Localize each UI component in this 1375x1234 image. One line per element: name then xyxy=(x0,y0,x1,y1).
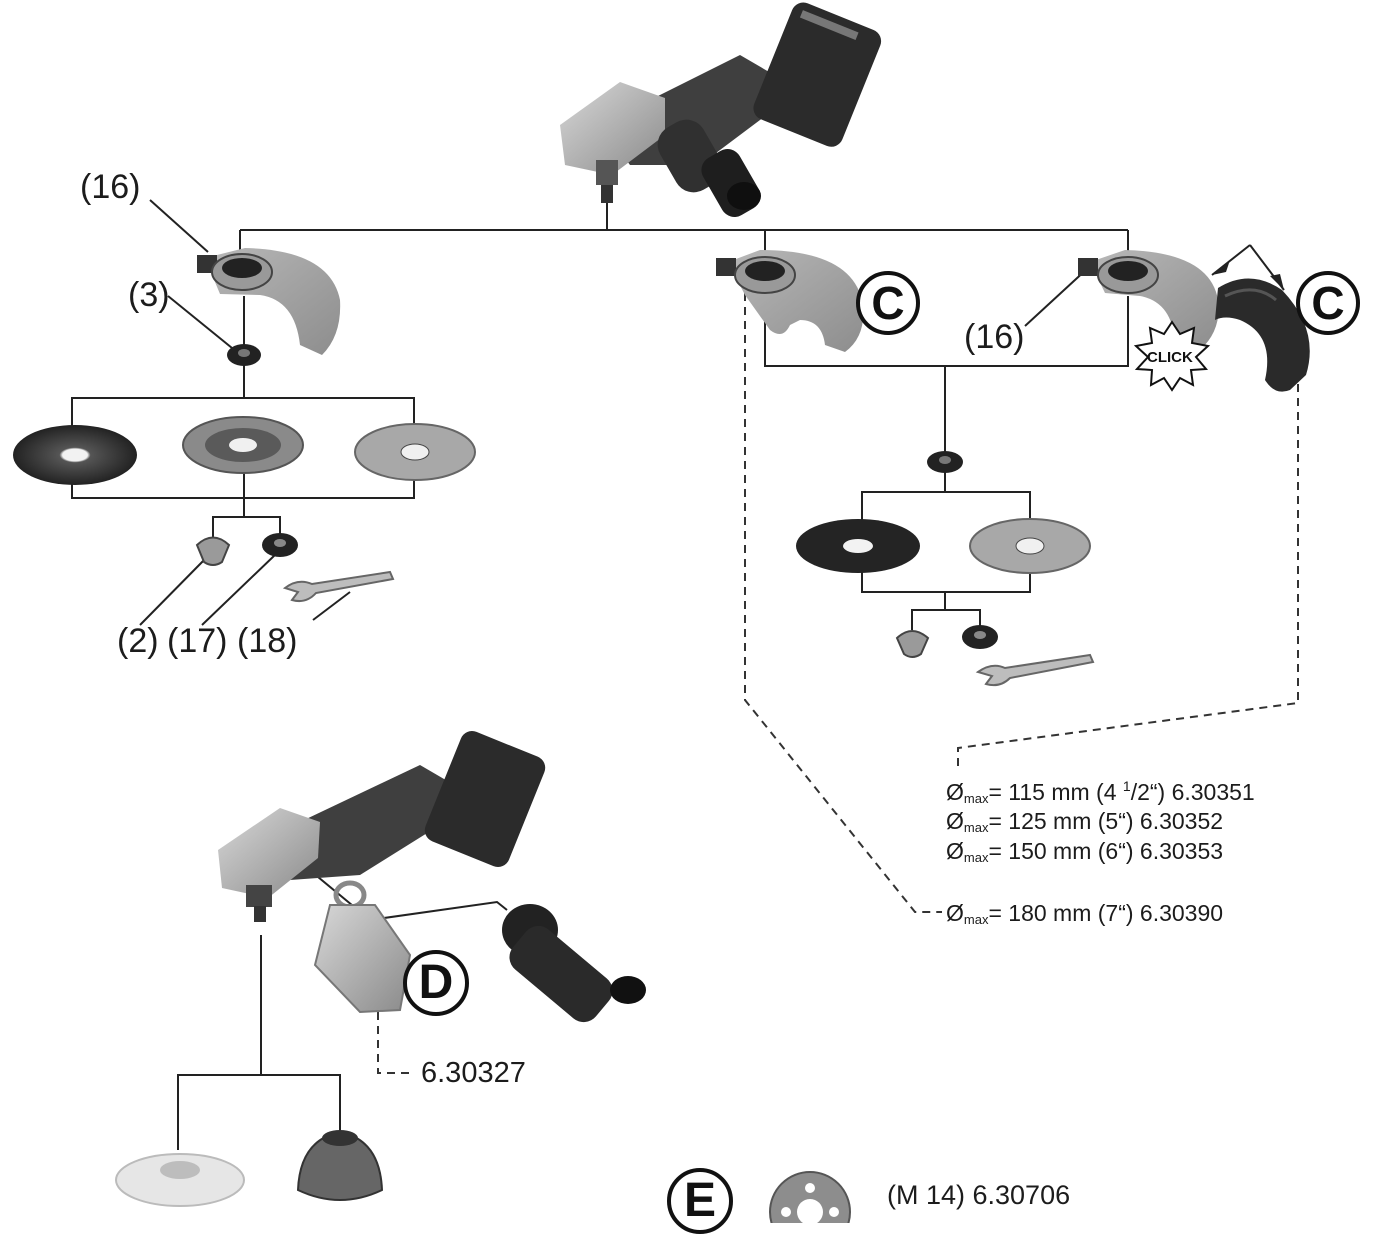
cutting-guard-middle xyxy=(716,250,864,352)
guard-left xyxy=(197,248,341,355)
guard-spec-180: Ømax= 180 mm (7“) 6.30390 xyxy=(946,900,1224,927)
callout-3: (3) xyxy=(128,276,170,314)
grinding-disc-left xyxy=(13,425,137,485)
flange-right xyxy=(927,451,963,473)
nut-17 xyxy=(262,533,298,557)
click-label: CLICK xyxy=(1147,349,1193,366)
badge-d: D xyxy=(403,950,469,1016)
wire-cup-brush xyxy=(296,1130,384,1201)
click-starburst xyxy=(1133,320,1211,392)
guard-spec-125: Ømax= 125 mm (5“) 6.30352 xyxy=(946,808,1224,835)
badge-c-middle: C xyxy=(856,271,920,335)
backing-pad xyxy=(115,1153,245,1207)
nut-2 xyxy=(195,536,231,566)
cutting-disc-right xyxy=(796,519,920,573)
angle-grinder-bottom xyxy=(218,731,546,922)
arrowheads xyxy=(1212,260,1284,290)
auxiliary-handle xyxy=(502,904,646,1023)
diamond-disc-right xyxy=(969,518,1091,574)
nut-right-a xyxy=(895,630,930,658)
badge-c-right: C xyxy=(1296,271,1360,335)
angle-grinder-top xyxy=(560,2,882,217)
flange-3 xyxy=(227,344,261,366)
dashed-leaders xyxy=(377,293,1299,1074)
hand-guard-d xyxy=(313,880,412,1014)
callout-18: (18) xyxy=(237,622,298,660)
badge-e: E xyxy=(667,1168,733,1234)
guard-spec-115: Ømax= 115 mm (4 1/2“) 6.30351 xyxy=(946,778,1255,806)
callout-2: (2) xyxy=(117,622,159,660)
callout-16-right: (16) xyxy=(964,318,1025,356)
cutting-guard-right xyxy=(1078,250,1219,350)
guard-spec-150: Ømax= 150 mm (6“) 6.30353 xyxy=(946,838,1224,865)
callout-16-left: (16) xyxy=(80,168,141,206)
part-code-d: 6.30327 xyxy=(421,1057,526,1089)
part-code-e: (M 14) 6.30706 xyxy=(887,1180,1071,1210)
clamping-nut-e xyxy=(769,1171,851,1223)
connector-lines xyxy=(71,195,1285,1150)
wrench-right xyxy=(975,653,1095,687)
flap-disc xyxy=(182,416,304,474)
wrench-18 xyxy=(282,570,395,603)
guard-cover-attachment xyxy=(1215,278,1310,392)
nut-right-b xyxy=(962,625,998,649)
diamond-disc-left xyxy=(354,423,476,481)
callout-17: (17) xyxy=(167,622,228,660)
